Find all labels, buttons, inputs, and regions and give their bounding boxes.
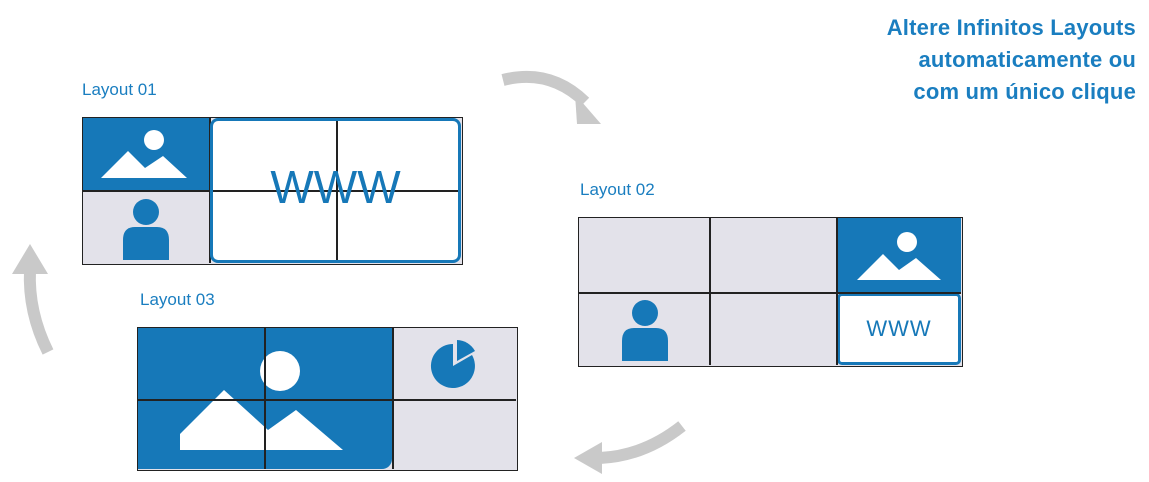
layout-01-label: Layout 01 xyxy=(82,80,157,99)
image-icon xyxy=(857,232,941,280)
layout-01-divider xyxy=(209,118,211,263)
layout-03-grid xyxy=(137,327,518,471)
layout-02-grid: WWW xyxy=(578,217,963,367)
person-icon xyxy=(622,300,668,361)
layout-03-image-cell xyxy=(138,328,392,469)
layout-03-empty-cell xyxy=(393,400,516,469)
layout-02-label: Layout 02 xyxy=(580,180,655,199)
headline: Altere Infinitos Layouts automaticamente… xyxy=(776,12,1136,108)
headline-line-2: automaticamente ou xyxy=(918,47,1136,72)
cycle-arrow-icon xyxy=(501,70,601,124)
pie-chart-icon xyxy=(430,340,475,388)
cycle-arrow-icon xyxy=(12,244,54,355)
image-icon xyxy=(180,351,343,450)
layout-02-divider xyxy=(709,218,711,365)
layout-02-divider xyxy=(836,218,838,365)
cycle-arrow-icon xyxy=(574,421,686,474)
layout-02-divider xyxy=(579,292,961,294)
person-icon xyxy=(123,199,169,260)
layout-01-divider xyxy=(213,190,458,192)
headline-line-1: Altere Infinitos Layouts xyxy=(886,15,1136,40)
image-icon xyxy=(101,130,187,178)
layout-02-www-text: WWW xyxy=(866,316,932,341)
layout-03-divider xyxy=(392,399,516,401)
layout-03-chart-cell xyxy=(393,328,516,399)
layout-01-image-cell xyxy=(83,118,209,190)
layout-01-divider xyxy=(83,190,209,192)
layout-02-empty-cell xyxy=(579,218,709,291)
layout-03-divider xyxy=(392,328,394,469)
layout-01-grid: WWW xyxy=(82,117,463,265)
layout-01-www-text: WWW xyxy=(270,161,401,213)
layout-02-empty-cell xyxy=(710,218,836,291)
layout-03-label: Layout 03 xyxy=(140,290,215,309)
layout-02-empty-cell xyxy=(710,293,836,365)
layout-03-divider xyxy=(138,399,392,401)
headline-line-3: com um único clique xyxy=(913,79,1136,104)
layout-03-divider xyxy=(264,328,266,469)
layout-02-image-cell xyxy=(837,218,961,292)
layout-01-web-panel: WWW xyxy=(210,118,461,263)
layout-01-person-cell xyxy=(83,190,209,263)
layout-02-web-panel: WWW xyxy=(837,293,961,365)
layout-02-person-cell xyxy=(579,293,709,365)
